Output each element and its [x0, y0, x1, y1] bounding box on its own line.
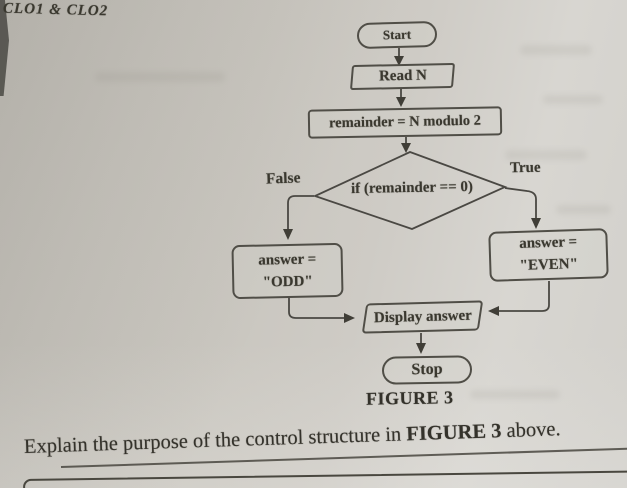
question-part1: Explain the purpose of the control struc… — [23, 423, 407, 458]
display-output-parallelogram: Display answer — [361, 300, 484, 334]
bleed-through-smudge — [470, 390, 560, 399]
odd-line2: "ODD" — [262, 273, 313, 291]
connector-true-branch — [504, 187, 537, 220]
odd-assignment-box: answer = "ODD" — [231, 242, 344, 300]
start-label: Start — [382, 26, 412, 43]
arrowhead-into-even — [531, 218, 541, 229]
arrowhead-into-odd — [283, 229, 293, 240]
connector-even-to-display — [498, 281, 550, 312]
process-label: remainder = N modulo 2 — [328, 112, 482, 132]
stop-terminator: Stop — [381, 355, 473, 385]
bleed-through-smudge — [556, 205, 611, 214]
arrowhead-into-decision — [401, 143, 411, 153]
figure-caption: FIGURE 3 — [365, 387, 454, 409]
true-branch-label: True — [509, 159, 541, 177]
answer-box — [23, 470, 627, 488]
start-terminator: Start — [356, 20, 438, 50]
odd-line1: answer = — [258, 250, 317, 269]
connector-false-branch — [287, 195, 314, 231]
bleed-through-smudge — [520, 45, 592, 55]
stop-label: Stop — [411, 360, 443, 379]
arrowhead-even-into-display — [488, 306, 499, 316]
clo-header-label: CLO1 & CLO2 — [2, 0, 109, 20]
even-assignment-box: answer = "EVEN" — [488, 228, 609, 282]
connector-odd-to-display — [288, 298, 345, 319]
arrowhead-odd-into-display — [344, 313, 355, 323]
bleed-through-smudge — [543, 95, 603, 104]
display-label: Display answer — [373, 307, 472, 326]
read-label: Read N — [378, 67, 427, 85]
false-branch-label: False — [265, 169, 301, 188]
arrowhead-into-stop — [416, 343, 426, 354]
arrowhead-into-process — [396, 97, 406, 107]
bleed-through-smudge — [95, 72, 225, 82]
photo-edge-shadow — [0, 0, 9, 96]
even-line2: "EVEN" — [519, 256, 579, 274]
process-box: remainder = N modulo 2 — [307, 106, 503, 139]
bleed-through-smudge — [505, 150, 587, 160]
question-figure-ref: FIGURE 3 — [405, 420, 502, 446]
decision-label: if (remainder == 0) — [350, 178, 474, 198]
even-line1: answer = — [518, 234, 578, 253]
question-part2: above. — [501, 418, 561, 443]
read-input-parallelogram: Read N — [349, 62, 456, 91]
